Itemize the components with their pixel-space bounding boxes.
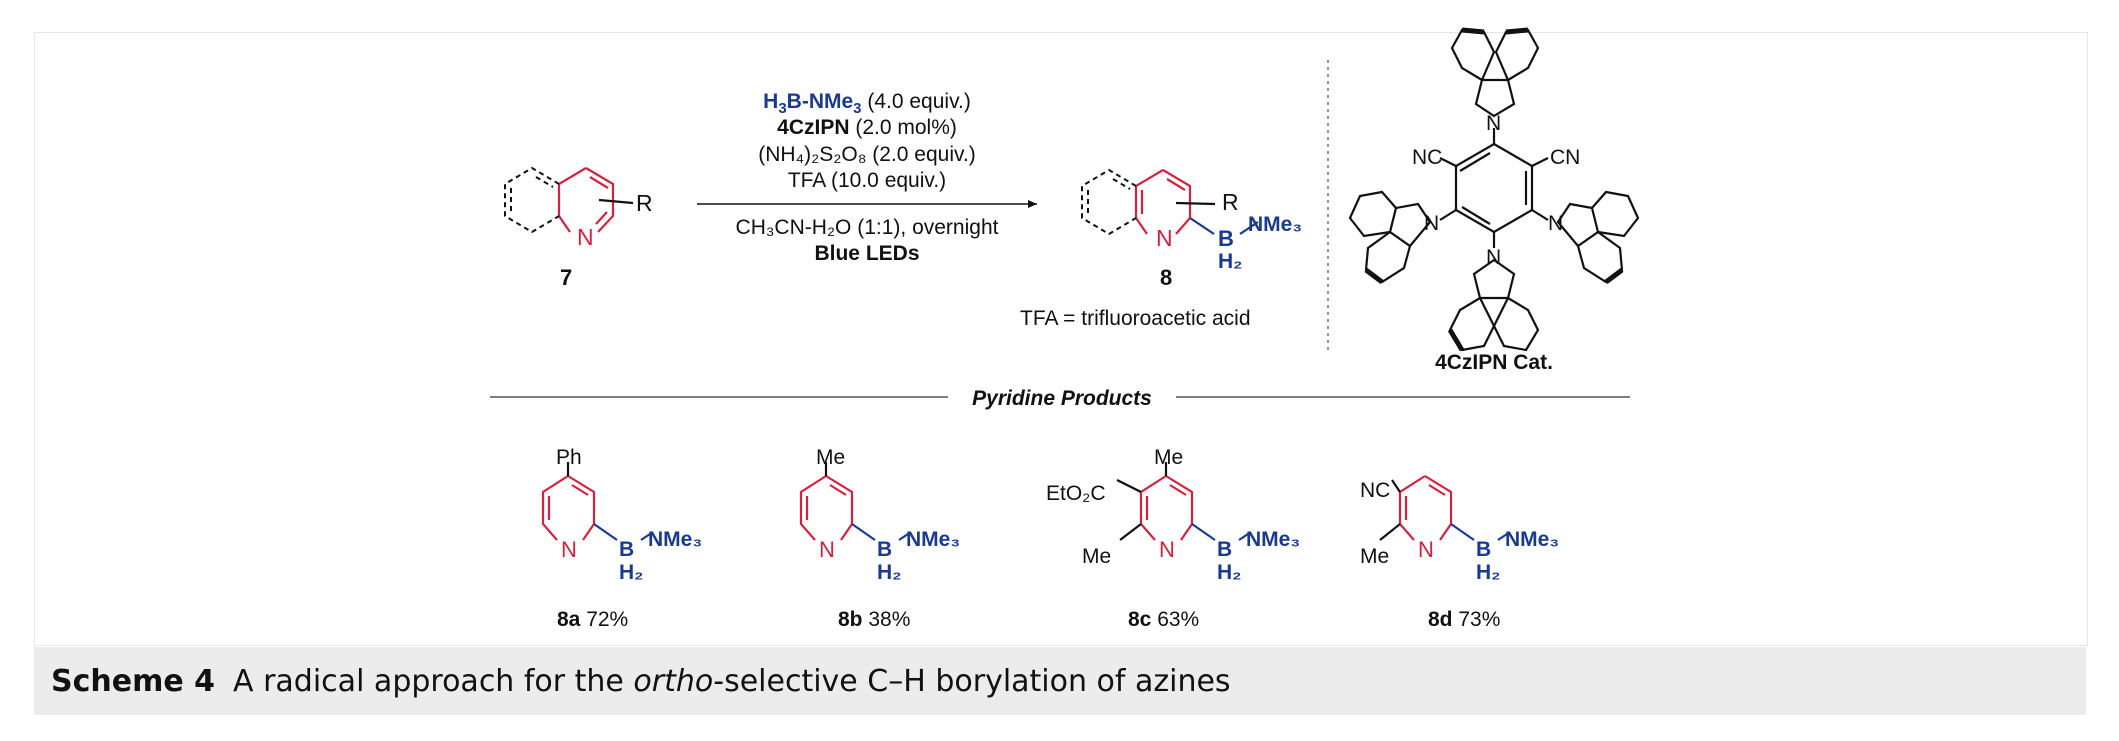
reaction-solvent-line: CH₃CN-H₂O (1:1), overnight: [736, 216, 999, 239]
catalyst-nc-left: NC: [1412, 146, 1442, 169]
compound-8-label: 8: [1160, 265, 1172, 290]
compound-8-r: R: [1222, 189, 1239, 215]
reagent-acid-line: TFA (10.0 equiv.): [788, 169, 946, 192]
caption-bar: Scheme 4 A radical approach for the ortho…: [34, 647, 2086, 715]
product-8d-structure: [1379, 475, 1511, 541]
catalyst-label: 4CzIPN Cat.: [1435, 351, 1553, 374]
compound-7-structure: [504, 166, 634, 234]
catalyst-n-left: N: [1424, 212, 1439, 235]
product-8d-n: N: [1418, 537, 1434, 562]
compound-8-structure: [1081, 168, 1259, 236]
product-8b-h2: H₂: [877, 561, 902, 584]
compound-7-n: N: [577, 224, 594, 250]
compound-8-n: N: [1156, 225, 1173, 251]
product-8c-n: N: [1159, 537, 1175, 562]
product-8c-me-left: Me: [1082, 545, 1111, 568]
product-8b-n: N: [819, 537, 835, 562]
product-8d-label: 8d 73%: [1428, 608, 1500, 631]
reaction-light-line: Blue LEDs: [814, 242, 919, 265]
product-8a-nme3: NMe₃: [648, 528, 702, 551]
product-8b-label: 8b 38%: [838, 608, 910, 631]
scheme-frame: [34, 32, 2088, 646]
product-8c-label: 8c 63%: [1128, 608, 1199, 631]
reagent-borane-line: H3B-NMe3 (4.0 equiv.): [763, 90, 971, 117]
product-8c-me-top: Me: [1154, 446, 1183, 469]
reagent-catalyst-line: 4CzIPN (2.0 mol%): [777, 116, 957, 139]
product-8d-nc: NC: [1360, 479, 1390, 502]
product-8b-nme3: NMe₃: [906, 528, 960, 551]
section-title: Pyridine Products: [972, 387, 1152, 410]
caption-text-after: -selective C–H borylation of azines: [713, 664, 1231, 699]
product-8c-nme3: NMe₃: [1246, 528, 1300, 551]
product-8a-structure: [541, 462, 654, 541]
product-8c-b: B: [1217, 538, 1232, 561]
compound-8-b: B: [1218, 226, 1234, 251]
compound-8-nme3: NMe₃: [1248, 213, 1302, 236]
product-8d-h2: H₂: [1476, 561, 1501, 584]
catalyst-cn-right: CN: [1550, 146, 1580, 169]
scheme-caption: Scheme 4 A radical approach for the ortho…: [51, 664, 1231, 699]
compound-8-h2: H₂: [1218, 250, 1243, 273]
product-8c-h2: H₂: [1217, 561, 1242, 584]
product-8a-n: N: [561, 537, 577, 562]
catalyst-n-right: N: [1548, 212, 1563, 235]
product-8a-ph: Ph: [556, 446, 582, 469]
caption-text-italic: ortho: [633, 664, 714, 699]
catalyst-n-top: N: [1486, 112, 1501, 135]
reaction-arrow-head: [1028, 200, 1037, 208]
product-8b-me: Me: [816, 446, 845, 469]
product-8d-b: B: [1476, 538, 1491, 561]
product-8a-h2: H₂: [619, 561, 644, 584]
catalyst-4czipn-structure: [1348, 27, 1640, 352]
reagent-oxidant-line: (NH₄)₂S₂O₈ (2.0 equiv.): [758, 143, 976, 166]
product-8b-b: B: [877, 538, 892, 561]
product-8a-b: B: [619, 538, 634, 561]
product-8b-structure: [799, 462, 912, 541]
caption-text-before: A radical approach for the: [233, 664, 634, 699]
caption-label: Scheme 4: [51, 664, 216, 699]
product-8c-ester: EtO₂C: [1046, 482, 1106, 505]
product-8d-nme3: NMe₃: [1505, 528, 1559, 551]
product-8c-structure: [1116, 462, 1252, 541]
product-8a-label: 8a 72%: [557, 608, 628, 631]
compound-7-label: 7: [560, 265, 572, 290]
compound-7-r: R: [636, 190, 653, 216]
tfa-note: TFA = trifluoroacetic acid: [1020, 307, 1251, 330]
product-8d-me: Me: [1360, 545, 1389, 568]
catalyst-n-bottom: N: [1486, 246, 1501, 269]
